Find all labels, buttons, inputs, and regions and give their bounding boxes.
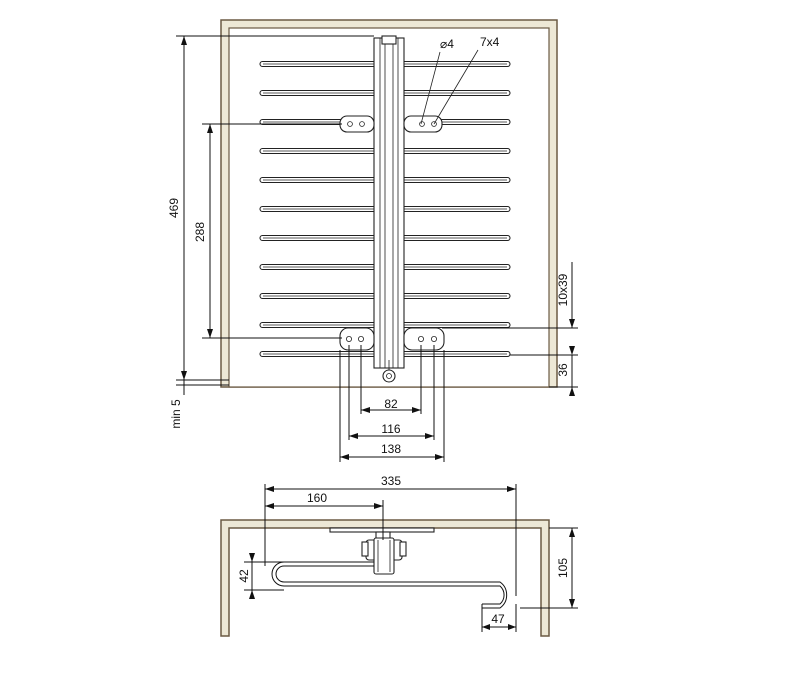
dim-138-label: 138 (381, 442, 401, 456)
upper-mounting-plate (339, 115, 443, 133)
dim-hole-spacing-82: 82 (360, 345, 422, 414)
dim-bar-spacing: 10x39 (442, 262, 578, 329)
pull-knob (382, 360, 396, 383)
dim-min5-label: min 5 (169, 399, 183, 429)
dim-total-height: 105 (520, 527, 578, 609)
lower-mounting-plate (339, 327, 445, 351)
hole-callouts: ⌀4 7x4 (420, 35, 500, 125)
central-rail (373, 35, 405, 369)
dim-105-label: 105 (556, 558, 570, 578)
dim-overall-height: 469 (167, 35, 374, 381)
cabinet-section (220, 519, 550, 637)
side-hanger-loop (271, 561, 508, 609)
dim-335-label: 335 (381, 474, 401, 488)
dim-36-label: 36 (556, 363, 570, 377)
dim-total-depth: 335 (264, 474, 517, 596)
dim-end-offset: 47 (481, 604, 517, 632)
side-mounting-assembly (329, 527, 435, 575)
dim-plate-width-138: 138 (339, 350, 445, 462)
dim-mount-offset: 160 (265, 491, 384, 540)
callout-hole-diameter: ⌀4 (440, 37, 454, 51)
dim-469-label: 469 (167, 198, 181, 218)
dim-116-label: 116 (381, 422, 400, 436)
dim-82-label: 82 (384, 397, 398, 411)
dim-47-label: 47 (491, 612, 505, 626)
dim-10x39-label: 10x39 (556, 273, 570, 306)
dim-42-label: 42 (237, 569, 251, 583)
dim-bottom-offset: 36 (510, 346, 578, 396)
top-view: 469 288 min 5 10x39 3 (167, 19, 578, 462)
dim-288-label: 288 (193, 222, 207, 242)
dim-hole-spacing-116: 116 (348, 345, 435, 440)
dim-rail-length: 288 (193, 123, 342, 339)
callout-screw: 7x4 (480, 35, 500, 49)
dim-160-label: 160 (307, 491, 327, 505)
side-view: 335 160 42 105 (220, 474, 578, 637)
dim-loop-height: 42 (237, 553, 284, 599)
dim-min-clearance: min 5 (169, 380, 229, 429)
